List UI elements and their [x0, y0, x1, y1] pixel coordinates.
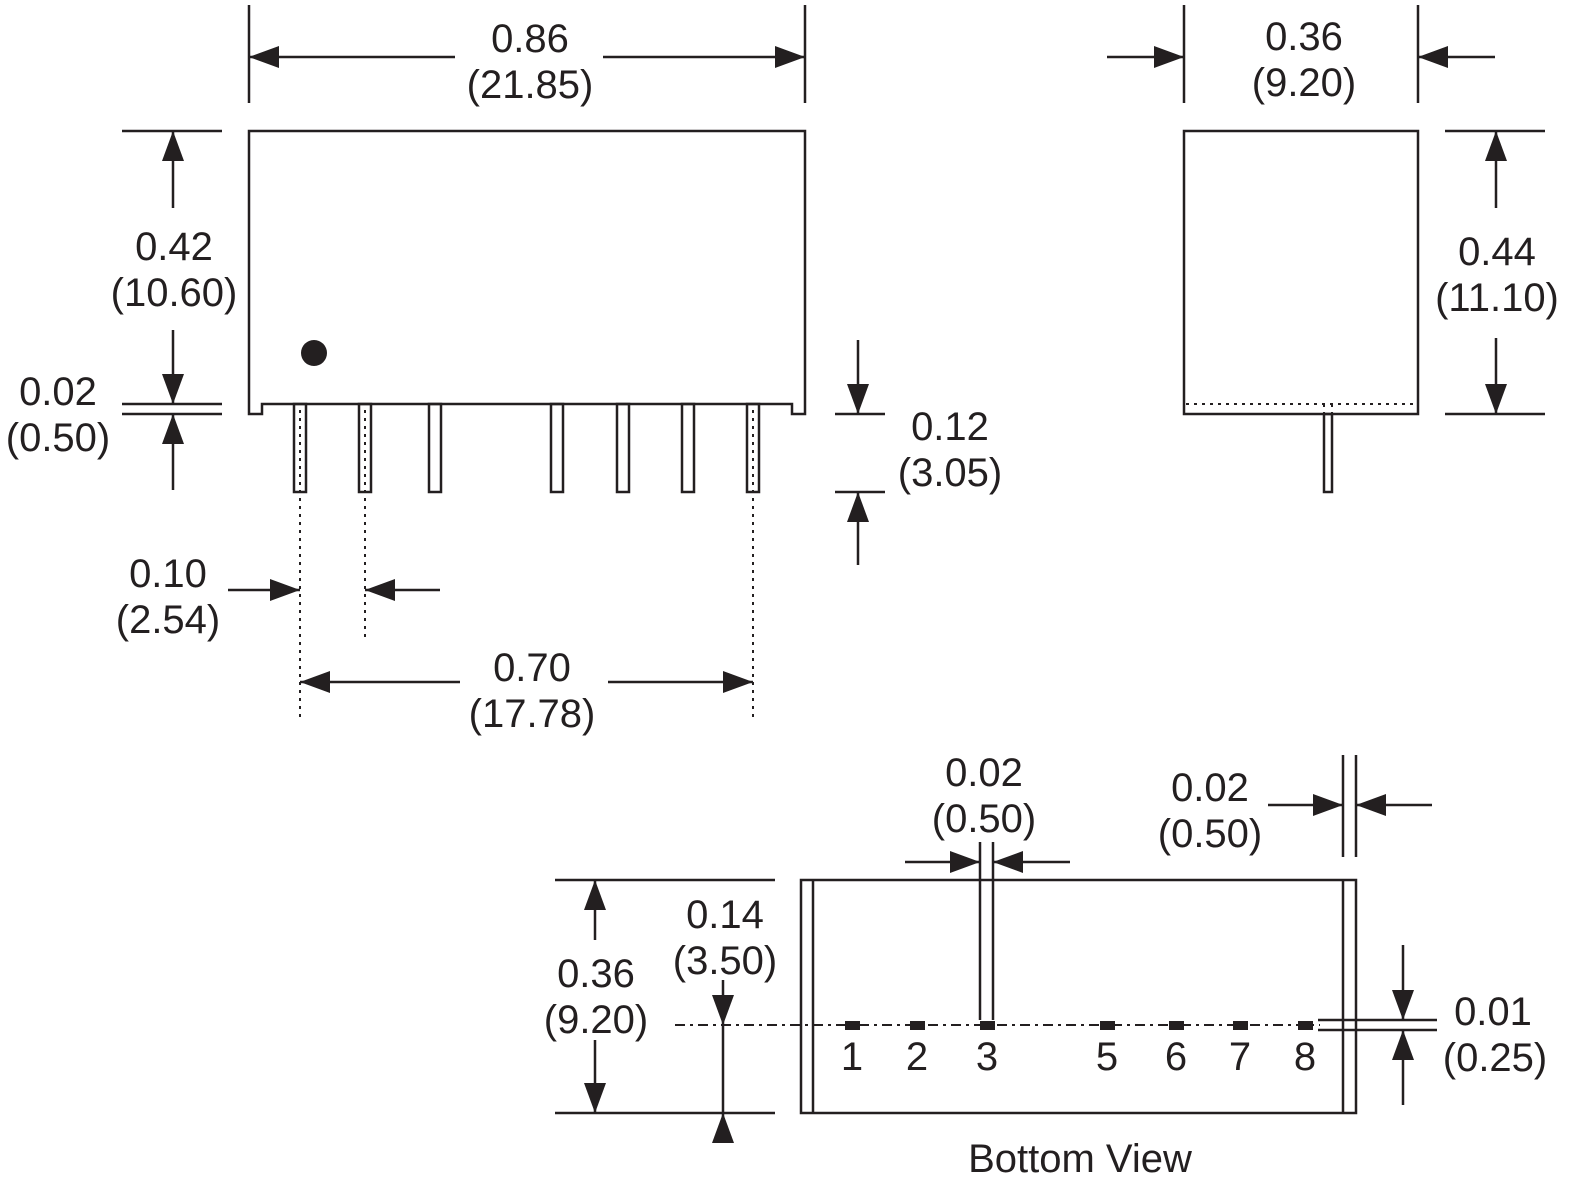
total-height-mm: (11.10) — [1435, 276, 1559, 320]
bottom-view-label: Bottom View — [968, 1137, 1192, 1181]
edge-width-inch: 0.02 — [1171, 766, 1249, 810]
pin-label: 8 — [1294, 1035, 1316, 1079]
standoff-inch: 0.02 — [19, 370, 97, 414]
bottom-width-inch: 0.36 — [557, 952, 635, 996]
pin-label: 6 — [1165, 1035, 1187, 1079]
pin-thickness-mm: (0.25) — [1443, 1036, 1548, 1080]
pin-length-mm: (3.05) — [898, 451, 1003, 495]
body-outline — [247, 129, 807, 416]
body-length-mm: (21.85) — [467, 63, 594, 107]
edge-width-mm: (0.50) — [1158, 812, 1263, 856]
pin-span-inch: 0.70 — [493, 646, 571, 690]
pin-label: 1 — [841, 1035, 863, 1079]
side-pin — [1322, 412, 1334, 494]
front-view: 0.86 (21.85) 0.42 (10.60) 0.02 (0.50) 0.… — [6, 5, 1003, 736]
body-width-mm: (9.20) — [1252, 61, 1357, 105]
pin-thickness-inch: 0.01 — [1454, 990, 1532, 1034]
body-width-inch: 0.36 — [1265, 15, 1343, 59]
pin-label: 3 — [976, 1035, 998, 1079]
side-body — [1182, 129, 1420, 416]
pin-row-offset-mm: (3.50) — [673, 939, 778, 983]
pin-width-mm: (0.50) — [932, 797, 1037, 841]
side-view: 0.36 (9.20) 0.44 (11.10) — [1107, 5, 1559, 494]
pin-width-inch: 0.02 — [945, 751, 1023, 795]
pin-pitch-mm: (2.54) — [116, 598, 221, 642]
pin-row-offset-inch: 0.14 — [686, 893, 764, 937]
pin-pitch-inch: 0.10 — [129, 552, 207, 596]
body-length-inch: 0.86 — [491, 17, 569, 61]
bottom-view: 1 2 3 5 6 7 8 0.02 (0.50) 0.02 (0.50) 0.… — [544, 751, 1548, 1181]
body-height-inch: 0.42 — [135, 225, 213, 269]
total-height-inch: 0.44 — [1458, 230, 1536, 274]
body-height-mm: (10.60) — [111, 271, 238, 315]
bottom-body — [799, 878, 1358, 1115]
pins — [292, 402, 761, 494]
pin-span-mm: (17.78) — [469, 692, 596, 736]
pin-label: 2 — [906, 1035, 928, 1079]
standoff-mm: (0.50) — [6, 416, 111, 460]
pin-length-inch: 0.12 — [911, 405, 989, 449]
pin-label: 7 — [1229, 1035, 1251, 1079]
bottom-width-mm: (9.20) — [544, 998, 649, 1042]
pin-label: 5 — [1096, 1035, 1118, 1079]
pin-pads — [845, 1021, 1313, 1030]
pin1-marker-dot — [301, 340, 327, 366]
